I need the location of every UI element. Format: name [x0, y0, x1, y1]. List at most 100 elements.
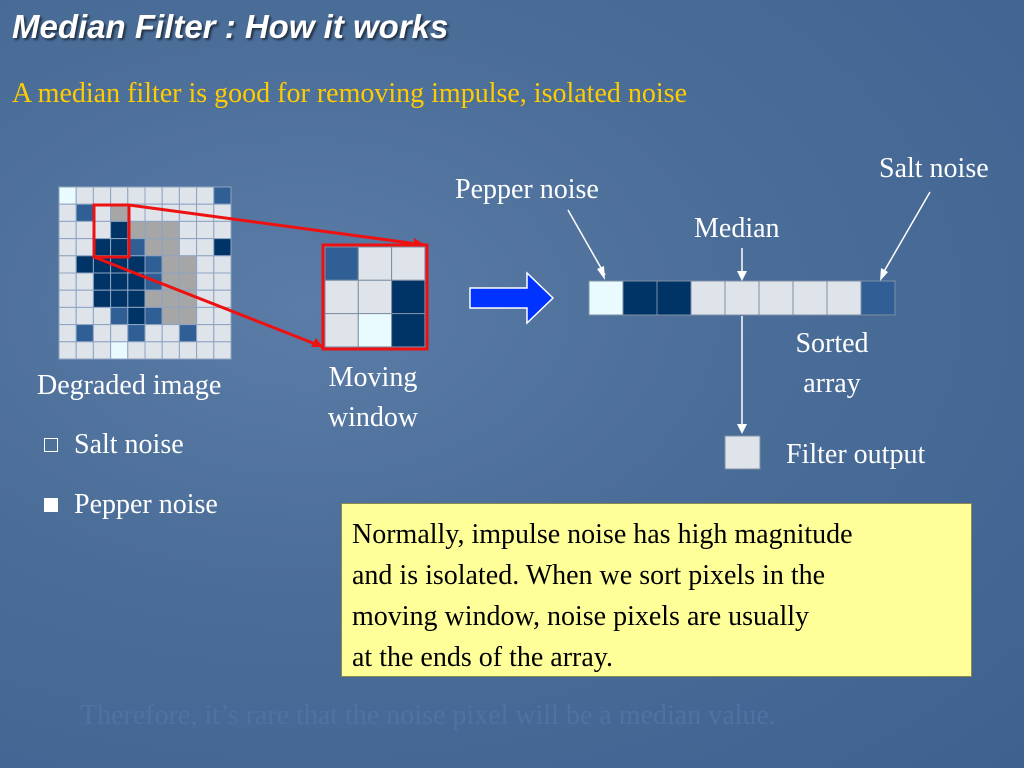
- sorted-cell-pepper: [622, 280, 658, 316]
- pixel-gray: [161, 306, 180, 326]
- pixel-light: [144, 324, 163, 343]
- pixel-light: [324, 313, 359, 348]
- pixel-pepper: [391, 313, 426, 348]
- pixel-dark: [144, 255, 163, 274]
- filter-output-box: [724, 435, 761, 470]
- pixel-light: [178, 186, 198, 205]
- pixel-light: [196, 255, 215, 274]
- pixel-pepper: [92, 289, 112, 308]
- pixel-light: [58, 341, 77, 360]
- pixel-gray: [161, 255, 180, 274]
- pixel-light: [213, 341, 232, 360]
- sorted-cell-salt: [588, 280, 624, 316]
- salt-pointer: [881, 191, 931, 276]
- degraded-image-label: Degraded image: [37, 370, 222, 401]
- pixel-light: [213, 324, 232, 343]
- pixel-light: [58, 220, 77, 240]
- pixel-light: [196, 272, 215, 291]
- moving-window-grid: [324, 246, 426, 348]
- pixel-light: [58, 289, 77, 308]
- pixel-light: [324, 279, 359, 315]
- salt-noise-label: Salt noise: [879, 153, 989, 184]
- pixel-light: [58, 203, 77, 222]
- pixel-light: [196, 306, 215, 326]
- pixel-light: [92, 203, 112, 222]
- pixel-light: [58, 324, 77, 343]
- sorted-cell-light: [792, 280, 828, 316]
- slide-subtitle: A median filter is good for removing imp…: [12, 78, 687, 109]
- pixel-pepper: [391, 279, 426, 315]
- pixel-gray: [161, 220, 180, 240]
- pixel-dark: [324, 246, 359, 281]
- pixel-gray: [144, 238, 163, 257]
- pixel-dark: [213, 186, 232, 205]
- pixel-light: [75, 272, 94, 291]
- pixel-light: [110, 186, 129, 205]
- pixel-light: [178, 341, 198, 360]
- pixel-light: [58, 272, 77, 291]
- pixel-light: [92, 186, 112, 205]
- pixel-pepper: [127, 289, 146, 308]
- pixel-dark: [110, 306, 129, 326]
- pixel-light: [92, 341, 112, 360]
- sorted-cell-light: [724, 280, 760, 316]
- pixel-light: [161, 324, 180, 343]
- pixel-pepper: [110, 272, 129, 291]
- pixel-light: [357, 279, 393, 315]
- pixel-salt: [110, 341, 129, 360]
- moving-window-label: Moving window: [327, 362, 419, 433]
- sorted-array: [588, 280, 896, 316]
- sorted-cell-light: [826, 280, 862, 316]
- footer-text: Therefore, it’s rare that the noise pixe…: [80, 700, 776, 731]
- pixel-light: [75, 220, 94, 240]
- moving-window-border: [321, 243, 429, 351]
- pixel-pepper: [110, 289, 129, 308]
- pixel-light: [196, 220, 215, 240]
- pixel-light: [196, 238, 215, 257]
- pixel-light: [110, 324, 129, 343]
- pepper-noise-label: Pepper noise: [455, 174, 599, 205]
- median-label: Median: [694, 213, 780, 244]
- legend-pepper-label: Pepper noise: [74, 489, 218, 520]
- pepper-pointer: [567, 209, 606, 276]
- zoom-line-top: [128, 203, 426, 247]
- pixel-pepper: [75, 255, 94, 274]
- pixel-gray: [178, 272, 198, 291]
- process-arrow: [469, 271, 555, 325]
- pixel-light: [127, 186, 146, 205]
- pixel-light: [92, 306, 112, 326]
- pixel-gray: [144, 289, 163, 308]
- pixel-light: [357, 246, 393, 281]
- pixel-light: [213, 220, 232, 240]
- pixel-pepper: [110, 220, 129, 240]
- pixel-light: [213, 255, 232, 274]
- pixel-light: [196, 203, 215, 222]
- legend-salt: Salt noise: [44, 425, 184, 465]
- legend-pepper: Pepper noise: [44, 485, 218, 525]
- pixel-light: [75, 238, 94, 257]
- pixel-light: [58, 255, 77, 274]
- pepper-square-icon: [44, 498, 58, 512]
- pixel-light: [58, 238, 77, 257]
- pixel-light: [127, 341, 146, 360]
- pixel-light: [178, 238, 198, 257]
- pixel-light: [75, 341, 94, 360]
- pixel-pepper: [92, 238, 112, 257]
- pixel-light: [144, 341, 163, 360]
- pixel-gray: [178, 306, 198, 326]
- pixel-light: [75, 289, 94, 308]
- legend-salt-label: Salt noise: [74, 429, 184, 460]
- pixel-salt: [58, 186, 77, 205]
- pixel-light: [196, 324, 215, 343]
- pixel-light: [144, 186, 163, 205]
- salt-square-icon: [44, 438, 58, 452]
- pixel-light: [161, 341, 180, 360]
- pixel-dark: [75, 203, 94, 222]
- sorted-array-label: Sorted array: [795, 328, 869, 399]
- pixel-light: [58, 306, 77, 326]
- pixel-pepper: [110, 238, 129, 257]
- pixel-light: [196, 186, 215, 205]
- pixel-light: [213, 272, 232, 291]
- pixel-light: [161, 186, 180, 205]
- pixel-light: [92, 220, 112, 240]
